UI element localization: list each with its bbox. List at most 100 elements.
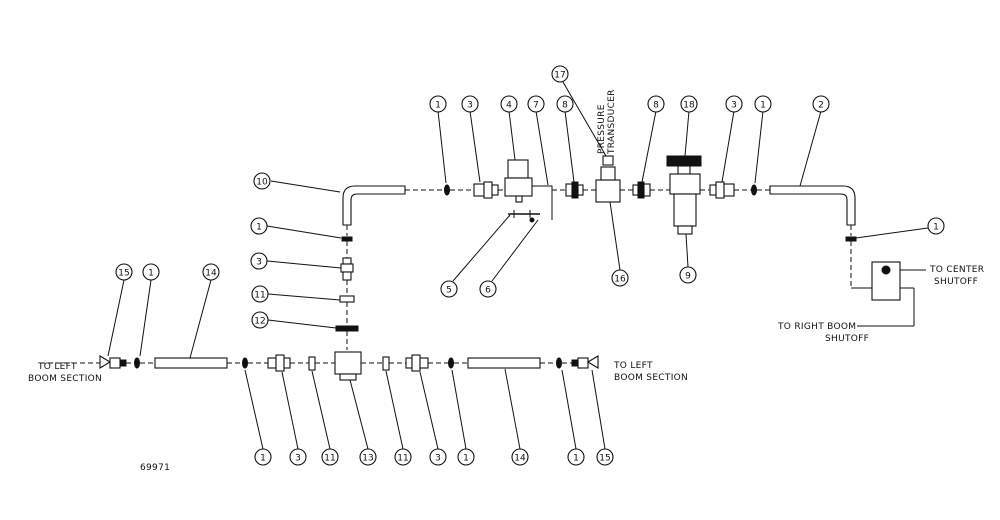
gasket-1-lower-left bbox=[134, 357, 140, 369]
svg-text:1: 1 bbox=[463, 454, 469, 464]
svg-text:1: 1 bbox=[760, 101, 766, 111]
fitting-8-right bbox=[632, 181, 651, 199]
svg-text:10: 10 bbox=[256, 178, 268, 188]
svg-text:3: 3 bbox=[435, 454, 441, 464]
svg-text:3: 3 bbox=[731, 101, 737, 111]
fitting-3-top bbox=[473, 181, 499, 199]
svg-text:5: 5 bbox=[446, 286, 452, 296]
hose-10 bbox=[342, 185, 406, 226]
callout-1: 1 bbox=[142, 263, 160, 281]
svg-text:3: 3 bbox=[467, 101, 473, 111]
callout-3: 3 bbox=[250, 252, 268, 270]
hose-2 bbox=[769, 185, 856, 226]
leader-lines bbox=[107, 81, 929, 450]
upper-assembly bbox=[342, 155, 856, 235]
fitting-3-lower-a bbox=[267, 354, 291, 372]
valve-4 bbox=[504, 159, 533, 203]
callouts: 17 1 3 4 7 8 8 18 3 1 2 10 1 3 11 12 5 6… bbox=[115, 65, 945, 466]
callout-1: 1 bbox=[429, 95, 447, 113]
svg-text:6: 6 bbox=[485, 286, 491, 296]
gasket-1-top bbox=[444, 184, 450, 196]
callout-1: 1 bbox=[250, 217, 268, 235]
svg-text:11: 11 bbox=[397, 454, 408, 464]
transducer-label: TRANSDUCER bbox=[607, 89, 617, 155]
callout-1: 1 bbox=[457, 448, 475, 466]
svg-text:3: 3 bbox=[256, 258, 262, 268]
callout-10: 10 bbox=[253, 172, 271, 190]
lower-assembly bbox=[40, 351, 599, 381]
svg-text:1: 1 bbox=[933, 223, 939, 233]
callout-3: 3 bbox=[289, 448, 307, 466]
tee-16 bbox=[595, 155, 621, 203]
right-shutoff-label: SHUTOFF bbox=[825, 334, 869, 344]
svg-text:1: 1 bbox=[435, 101, 441, 111]
svg-text:8: 8 bbox=[653, 101, 659, 111]
callout-3: 3 bbox=[461, 95, 479, 113]
fitting-11-lower-a bbox=[308, 356, 316, 371]
hose-14-right bbox=[467, 357, 541, 369]
callout-8: 8 bbox=[647, 95, 665, 113]
svg-text:17: 17 bbox=[554, 71, 565, 81]
svg-text:11: 11 bbox=[254, 291, 265, 301]
callout-11: 11 bbox=[394, 448, 412, 466]
to-right-boom-label: TO RIGHT BOOM bbox=[777, 322, 856, 332]
gasket-1-lower-a bbox=[242, 357, 248, 369]
callout-15: 15 bbox=[596, 448, 614, 466]
svg-text:11: 11 bbox=[324, 454, 335, 464]
shutoff-assembly bbox=[845, 225, 926, 326]
nozzle-15-left bbox=[99, 355, 127, 369]
svg-text:1: 1 bbox=[260, 454, 266, 464]
callout-1: 1 bbox=[754, 95, 772, 113]
callout-14: 14 bbox=[202, 263, 220, 281]
callout-9: 9 bbox=[679, 266, 697, 284]
to-center-label: TO CENTER bbox=[929, 265, 984, 275]
callout-11: 11 bbox=[321, 448, 339, 466]
svg-text:14: 14 bbox=[205, 269, 217, 279]
boom-section-label-1: BOOM SECTION bbox=[28, 374, 102, 384]
to-left-label-1: TO LEFT bbox=[37, 362, 77, 372]
svg-text:12: 12 bbox=[254, 317, 265, 327]
callout-5: 5 bbox=[440, 280, 458, 298]
svg-text:13: 13 bbox=[362, 454, 373, 464]
callout-18: 18 bbox=[680, 95, 698, 113]
center-shutoff-label: SHUTOFF bbox=[934, 277, 978, 287]
callout-12: 12 bbox=[251, 311, 269, 329]
fitting-8-left bbox=[565, 181, 584, 199]
gasket-1-lower-c bbox=[556, 357, 562, 369]
callout-1: 1 bbox=[567, 448, 585, 466]
callout-11: 11 bbox=[251, 285, 269, 303]
callout-3: 3 bbox=[725, 95, 743, 113]
figure-number: 69971 bbox=[140, 463, 170, 473]
nozzle-15-right bbox=[571, 355, 599, 369]
fitting-11-vertical bbox=[339, 295, 355, 303]
gasket-1-lower-b bbox=[448, 357, 454, 369]
gasket-1-right bbox=[751, 184, 757, 196]
callout-3: 3 bbox=[429, 448, 447, 466]
hose-14-left bbox=[154, 357, 228, 369]
callout-16: 16 bbox=[611, 269, 629, 287]
callout-7: 7 bbox=[527, 95, 545, 113]
svg-text:7: 7 bbox=[533, 101, 539, 111]
callout-17: 17 bbox=[551, 65, 569, 83]
gasket-12 bbox=[335, 325, 359, 332]
svg-text:1: 1 bbox=[573, 454, 579, 464]
tee-13 bbox=[334, 351, 362, 381]
fitting-11-lower-b bbox=[382, 356, 390, 371]
callout-1: 1 bbox=[254, 448, 272, 466]
callout-8: 8 bbox=[556, 95, 574, 113]
gasket-1-vertical bbox=[341, 236, 353, 242]
pressure-label: PRESSURE bbox=[597, 104, 607, 154]
to-left-label-2: TO LEFT bbox=[613, 361, 653, 371]
tube-7 bbox=[532, 185, 553, 220]
boom-section-label-2: BOOM SECTION bbox=[614, 373, 688, 383]
svg-text:16: 16 bbox=[614, 275, 626, 285]
svg-text:8: 8 bbox=[562, 101, 568, 111]
bracket-5-6 bbox=[508, 210, 540, 223]
fitting-3-right bbox=[709, 181, 735, 199]
callout-14: 14 bbox=[511, 448, 529, 466]
svg-text:9: 9 bbox=[685, 272, 691, 282]
svg-text:15: 15 bbox=[599, 454, 610, 464]
callout-15: 15 bbox=[115, 263, 133, 281]
svg-text:1: 1 bbox=[148, 269, 154, 279]
